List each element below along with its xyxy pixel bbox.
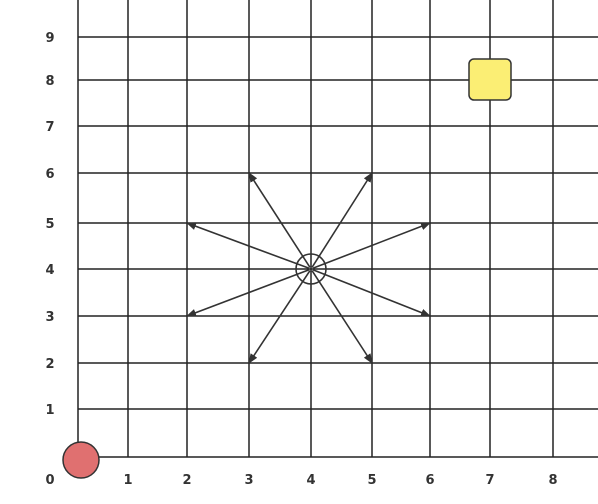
- y-tick-label: 2: [45, 357, 54, 372]
- center-circle: [295, 253, 327, 285]
- y-tick-label: 5: [45, 217, 54, 232]
- x-tick-label: 4: [306, 473, 315, 488]
- x-tick-label: 5: [367, 473, 376, 488]
- y-tick-label: 4: [45, 263, 54, 278]
- y-axis-labels: 1 2 3 4 5 6 7 8 9: [45, 31, 54, 418]
- goal-marker: [468, 58, 512, 101]
- x-tick-label: 6: [425, 473, 434, 488]
- grid-lines: [77, 0, 598, 458]
- y-tick-label: 1: [45, 403, 54, 418]
- x-tick-label: 1: [123, 473, 132, 488]
- y-tick-label: 7: [45, 120, 54, 135]
- move-arrow: [186, 268, 310, 317]
- move-arrows: [186, 172, 431, 364]
- move-arrow: [311, 270, 373, 364]
- move-arrow: [248, 172, 311, 268]
- x-tick-label: 2: [182, 473, 191, 488]
- x-axis-labels: 0 1 2 3 4 5 6 7 8: [45, 473, 557, 488]
- x-tick-label: 0: [45, 473, 54, 488]
- y-tick-label: 6: [45, 167, 54, 182]
- move-arrow: [312, 222, 431, 270]
- markers: [62, 58, 512, 479]
- x-tick-label: 7: [485, 473, 494, 488]
- y-tick-label: 3: [45, 310, 54, 325]
- x-tick-label: 8: [548, 473, 557, 488]
- move-arrow: [186, 222, 310, 270]
- move-arrow: [248, 270, 311, 364]
- move-arrow: [311, 172, 373, 268]
- x-tick-label: 3: [244, 473, 253, 488]
- start-marker: [62, 441, 100, 479]
- y-tick-label: 9: [45, 31, 54, 46]
- y-tick-label: 8: [45, 74, 54, 89]
- move-arrow: [312, 268, 431, 317]
